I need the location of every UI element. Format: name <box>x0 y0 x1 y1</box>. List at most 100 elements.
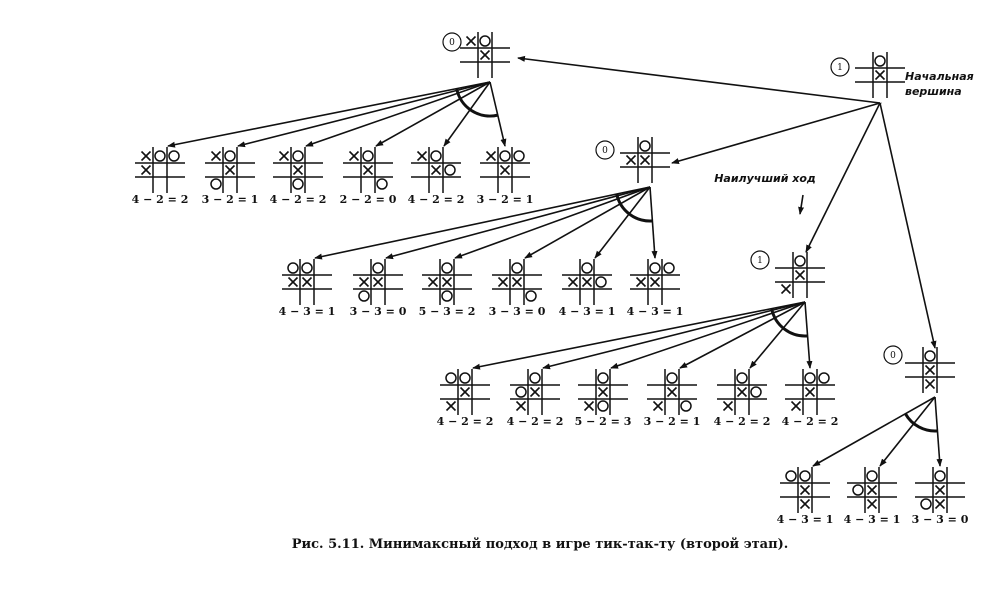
x-mark <box>497 276 509 288</box>
x-stroke <box>581 276 593 288</box>
x-stroke <box>635 276 647 288</box>
child-board <box>135 147 185 193</box>
child-score: 3 − 3 = 0 <box>489 305 546 318</box>
child-board <box>492 259 542 305</box>
x-mark <box>441 276 453 288</box>
o-mark <box>529 372 541 384</box>
x-mark <box>465 35 477 47</box>
x-mark <box>874 69 886 81</box>
x-stroke <box>515 400 527 412</box>
x-stroke <box>301 276 313 288</box>
child-score: 4 − 2 = 2 <box>714 415 771 428</box>
child-score: 5 − 3 = 2 <box>419 305 476 318</box>
x-stroke <box>358 276 370 288</box>
node-board <box>620 137 670 183</box>
child-board <box>205 147 255 193</box>
x-mark <box>515 400 527 412</box>
x-mark <box>924 378 936 390</box>
child-board <box>411 147 461 193</box>
tree-edge-arrow <box>472 301 806 370</box>
o-mark <box>874 55 886 67</box>
child-score: 3 − 2 = 1 <box>644 415 701 428</box>
o-mark <box>301 262 313 274</box>
x-stroke <box>416 150 428 162</box>
x-mark <box>635 276 647 288</box>
o-mark <box>292 178 304 190</box>
o-mark <box>794 255 806 267</box>
root-board <box>855 52 905 98</box>
tree-edge-arrow <box>517 55 881 104</box>
x-mark <box>583 400 595 412</box>
x-mark <box>479 49 491 61</box>
o-mark <box>666 372 678 384</box>
x-stroke <box>485 150 497 162</box>
x-stroke <box>583 400 595 412</box>
x-stroke <box>497 276 509 288</box>
o-mark <box>444 164 456 176</box>
x-stroke <box>799 498 811 510</box>
x-stroke <box>597 386 609 398</box>
x-stroke <box>934 498 946 510</box>
tree-edge-arrow <box>671 102 881 164</box>
child-score: 3 − 3 = 0 <box>912 513 969 526</box>
o-mark <box>736 372 748 384</box>
x-stroke <box>441 276 453 288</box>
child-board <box>578 369 628 415</box>
value-circle <box>595 140 615 160</box>
tree-edge-arrow <box>237 81 491 148</box>
x-mark <box>224 164 236 176</box>
x-stroke <box>625 154 637 166</box>
o-mark <box>441 262 453 274</box>
child-score: 4 − 2 = 2 <box>270 193 327 206</box>
tree-edge-arrow <box>649 186 658 259</box>
x-stroke <box>866 498 878 510</box>
x-stroke <box>278 150 290 162</box>
x-stroke <box>529 386 541 398</box>
x-mark <box>372 276 384 288</box>
x-stroke <box>874 69 886 81</box>
child-board <box>480 147 530 193</box>
x-mark <box>459 386 471 398</box>
child-score: 4 − 2 = 2 <box>132 193 189 206</box>
x-mark <box>804 386 816 398</box>
x-stroke <box>790 400 802 412</box>
tree-edge-arrow <box>594 186 651 259</box>
tree-edge-arrow <box>385 186 651 260</box>
x-mark <box>529 386 541 398</box>
o-mark <box>292 150 304 162</box>
best-move-label: Наилучший ход <box>714 172 816 185</box>
tree-edge-arrow <box>679 301 806 369</box>
child-score: 3 − 2 = 1 <box>202 193 259 206</box>
tree-edge-arrow <box>314 186 651 260</box>
x-mark <box>567 276 579 288</box>
x-mark <box>799 484 811 496</box>
x-mark <box>301 276 313 288</box>
x-stroke <box>652 400 664 412</box>
x-stroke <box>799 484 811 496</box>
o-mark <box>511 262 523 274</box>
child-board <box>647 369 697 415</box>
o-mark <box>441 290 453 302</box>
o-mark <box>154 150 166 162</box>
x-stroke <box>459 386 471 398</box>
x-mark <box>581 276 593 288</box>
child-board <box>847 467 897 513</box>
x-stroke <box>567 276 579 288</box>
x-stroke <box>430 164 442 176</box>
x-stroke <box>210 150 222 162</box>
o-mark <box>224 150 236 162</box>
x-stroke <box>445 400 457 412</box>
x-stroke <box>372 276 384 288</box>
x-stroke <box>649 276 661 288</box>
o-mark <box>852 484 864 496</box>
o-mark <box>499 150 511 162</box>
x-stroke <box>427 276 439 288</box>
x-mark <box>348 150 360 162</box>
o-mark <box>445 372 457 384</box>
x-mark <box>790 400 802 412</box>
o-mark <box>750 386 762 398</box>
x-mark <box>499 164 511 176</box>
x-stroke <box>287 276 299 288</box>
tree-edge-arrow <box>375 81 491 147</box>
